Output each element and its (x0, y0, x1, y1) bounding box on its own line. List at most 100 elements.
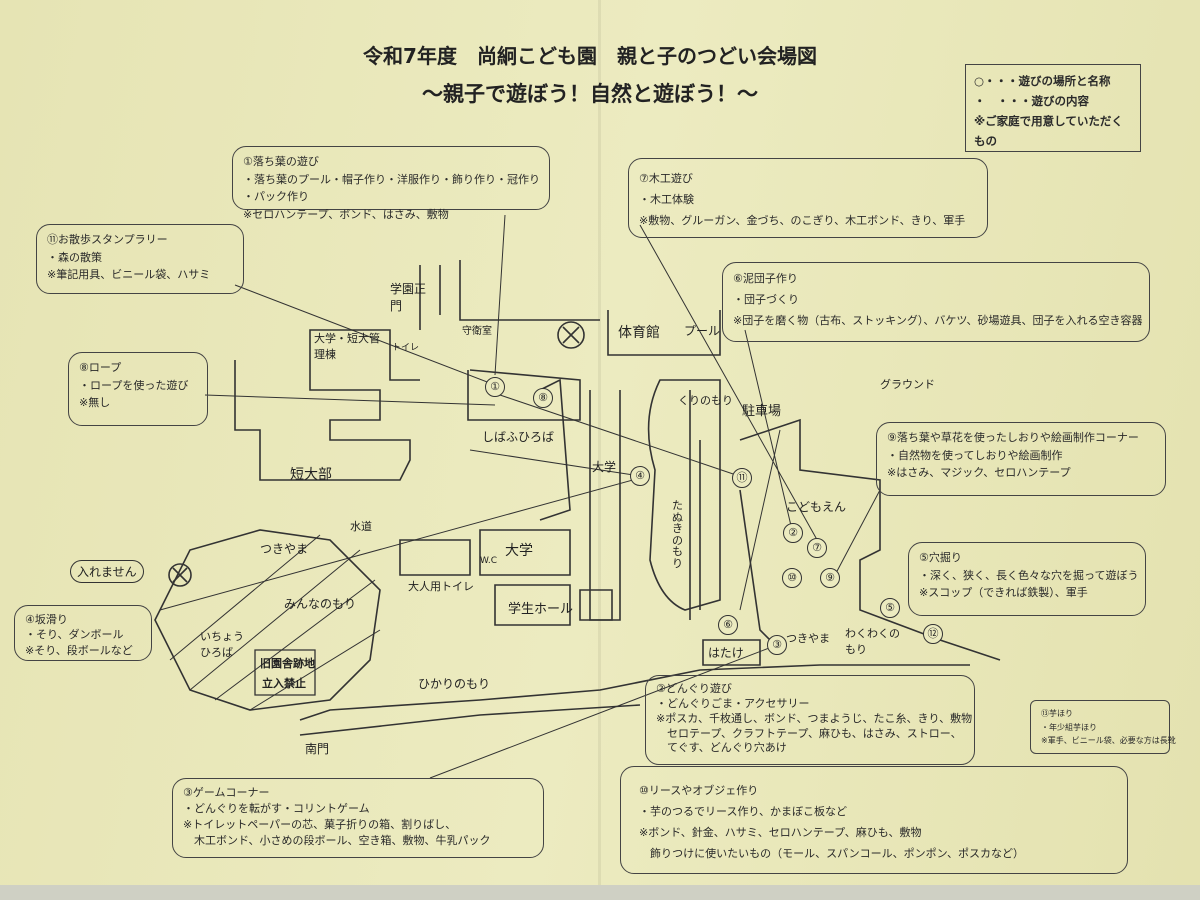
box-item: ・落ち葉のプール・帽子作り・洋服作り・飾り作り・冠作り (243, 172, 540, 186)
box-item: ・木工体験 (639, 192, 694, 206)
label-junior-college: 短大部 (290, 467, 332, 483)
box-bring: ※団子を磨く物（古布、ストッキング）、バケツ、砂場遊具、団子を入れる空き容器 (733, 313, 1143, 327)
box-bring: ※セロハンテープ、ボンド、はさみ、敷物 (243, 207, 449, 221)
box-item: ・どんぐりを転がす・コリントゲーム (183, 801, 370, 815)
label-wakuwaku-forest: わくわくのもり (845, 627, 900, 656)
activity-box-10: ⑩リースやオブジェ作り・芋のつるでリース作り、かまぼこ板など ※ボンド、針金、ハサ… (620, 766, 1128, 874)
activity-box-2: ②どんぐり遊び・どんぐりごま・アクセサリー※ポスカ、千枚通し、ボンド、つまようじ… (645, 675, 975, 765)
box-item: ・パック作り (243, 190, 309, 204)
box-item: ・深く、狭く、長く色々な穴を掘って遊ぼう (919, 568, 1139, 582)
label-pool: プール (684, 324, 721, 338)
activity-box-13: ⑬芋ほり・年少組芋ほり ※軍手、ビニール袋、必要な方は長靴 (1030, 700, 1176, 754)
label-university-1: 大学 (592, 460, 617, 474)
label-lawn-plaza: しばふひろば (482, 430, 555, 444)
activity-box-9: ⑨落ち葉や草花を使ったしおりや絵画制作コーナー・自然物を使ってしおりや絵画制作 ※… (876, 422, 1166, 496)
box-title: ⑪お散歩スタンプラリー (47, 233, 168, 246)
box-bring: ※トイレットペーパーの芯、菓子折りの箱、割りばし、 (183, 817, 457, 831)
fold-line (598, 0, 601, 885)
label-old-site: 旧園舎跡地 (260, 657, 315, 670)
box-bring: ※筆記用具、ビニール袋、ハサミ (47, 268, 211, 282)
box-title: ⑦木工遊び (639, 172, 693, 185)
activity-box-7: ⑦木工遊び・木工体験 ※敷物、グルーガン、金づち、のこぎり、木工ボンド、きり、軍手 (628, 158, 988, 238)
box-item: ・どんぐりごま・アクセサリー (656, 696, 810, 710)
marker-7[interactable]: ⑦ (807, 538, 827, 558)
box-bring: 木工ボンド、小さめの段ボール、空き箱、敷物、牛乳パック (183, 833, 491, 847)
label-minna-forest: みんなのもり (284, 597, 357, 611)
box-title: ⑨落ち葉や草花を使ったしおりや絵画制作コーナー (887, 431, 1139, 444)
label-toilet: トイレ (392, 343, 420, 353)
box-item: ・芋のつるでリース作り、かまぼこ板など (639, 804, 848, 818)
activity-box-8: ⑧ロープ・ロープを使った遊び ※無し (68, 352, 208, 426)
box-bring: てぐす、どんぐり穴あけ (656, 741, 787, 755)
label-ground: グラウンド (880, 378, 935, 391)
label-guard-room: 守衛室 (462, 326, 492, 337)
box-bring: ※無し (79, 396, 111, 410)
label-wc: W.C (480, 556, 498, 566)
label-water-tap: 水道 (350, 520, 372, 533)
box-item: ・団子づくり (733, 292, 799, 306)
marker-5[interactable]: ⑤ (880, 598, 900, 618)
label-tanuki-forest: たぬきのもり (672, 499, 683, 570)
marker-12[interactable]: ⑫ (923, 624, 943, 644)
activity-box-6: ⑥泥団子作り・団子づくり ※団子を磨く物（古布、ストッキング）、バケツ、砂場遊具、… (722, 262, 1150, 342)
label-tsukiyama-1: つきやま (260, 542, 309, 556)
box-title: ④坂滑り (25, 613, 68, 626)
label-adult-toilet: 大人用トイレ (408, 580, 474, 593)
box-title: ⑬芋ほり (1041, 709, 1073, 718)
box-item: ・年少組芋ほり (1041, 722, 1097, 732)
box-title: ⑧ロープ (79, 361, 122, 374)
box-item: ・自然物を使ってしおりや絵画制作 (887, 448, 1063, 462)
box-bring: セロテープ、クラフトテープ、麻ひも、はさみ、ストロー、 (656, 726, 962, 740)
marker-1[interactable]: ① (485, 377, 505, 397)
activity-box-3: ③ゲームコーナー・どんぐりを転がす・コリントゲーム ※トイレットペーパーの芯、菓子… (172, 778, 544, 858)
label-student-hall: 学生ホール (508, 602, 574, 617)
box-bring: ※スコップ（できれば鉄製）、軍手 (919, 586, 1088, 600)
label-kodomoen: こどもえん (786, 500, 847, 514)
label-kuri-forest: くりのもり (678, 394, 733, 407)
marker-6[interactable]: ⑥ (718, 615, 738, 635)
box-bring: ※はさみ、マジック、セロハンテープ (887, 466, 1071, 480)
box-item: ・そり、ダンボール (25, 628, 124, 642)
marker-10[interactable]: ⑩ (782, 568, 802, 588)
legend: ○・・・遊びの場所と名称 ・ ・・・遊びの内容 ※ご家庭で用意していただくもの (965, 64, 1141, 152)
box-title: ②どんぐり遊び (656, 682, 732, 695)
label-gym: 体育館 (618, 325, 660, 341)
box-title: ⑩リースやオブジェ作り (639, 784, 759, 797)
label-main-gate: 学園正門 (390, 282, 427, 313)
label-field: はたけ (708, 646, 744, 660)
box-item: ・森の散策 (47, 250, 102, 264)
legend-content: ・ ・・・遊びの内容 (974, 94, 1089, 109)
activity-box-1: ①落ち葉の遊び・落ち葉のプール・帽子作り・洋服作り・飾り作り・冠作り・パック作り… (232, 146, 550, 221)
marker-4[interactable]: ④ (630, 466, 650, 486)
label-no-entry: 立入禁止 (262, 677, 306, 690)
marker-11[interactable]: ⑪ (732, 468, 752, 488)
page-subtitle: ～親子で遊ぼう！自然と遊ぼう！～ (422, 82, 758, 106)
page-title: 令和7年度 尚絅こども園 親と子のつどい会場図 (363, 44, 817, 68)
box-title: ⑤穴掘り (919, 551, 962, 564)
box-bring: ※そり、段ボールなど (25, 643, 133, 657)
label-admin-building: 大学・短大管理棟 (314, 332, 380, 361)
legend-place: ○・・・遊びの場所と名称 (974, 74, 1111, 88)
label-parking: 駐車場 (742, 404, 782, 419)
box-bring: ※ボンド、針金、ハサミ、セロハンテープ、麻ひも、敷物 (639, 825, 922, 839)
box-title: ③ゲームコーナー (183, 786, 270, 799)
marker-8[interactable]: ⑧ (533, 388, 553, 408)
box-bring: ※敷物、グルーガン、金づち、のこぎり、木工ボンド、きり、軍手 (639, 213, 966, 227)
legend-bring: ※ご家庭で用意していただくもの (974, 114, 1123, 149)
box-item: ・ロープを使った遊び (79, 378, 189, 392)
box-title: ⑥泥団子作り (733, 272, 798, 285)
marker-2[interactable]: ② (783, 523, 803, 543)
marker-9[interactable]: ⑨ (820, 568, 840, 588)
label-hikari-forest: ひかりのもり (418, 677, 491, 691)
activity-box-11: ⑪お散歩スタンプラリー・森の散策 ※筆記用具、ビニール袋、ハサミ (36, 224, 244, 294)
box-bring: ※軍手、ビニール袋、必要な方は長靴 (1041, 736, 1176, 746)
label-tsukiyama-2: つきやま (786, 632, 830, 645)
label-south-gate: 南門 (305, 742, 330, 756)
activity-box-5: ⑤穴掘り・深く、狭く、長く色々な穴を掘って遊ぼう ※スコップ（できれば鉄製）、軍手 (908, 542, 1146, 616)
marker-3[interactable]: ③ (767, 635, 787, 655)
box-bring: 飾りつけに使いたいもの（モール、スパンコール、ポンポン、ポスカなど） (639, 846, 1024, 860)
box-bring: ※ポスカ、千枚通し、ボンド、つまようじ、たこ糸、きり、敷物 (656, 711, 973, 725)
label-university-2: 大学 (505, 543, 533, 559)
